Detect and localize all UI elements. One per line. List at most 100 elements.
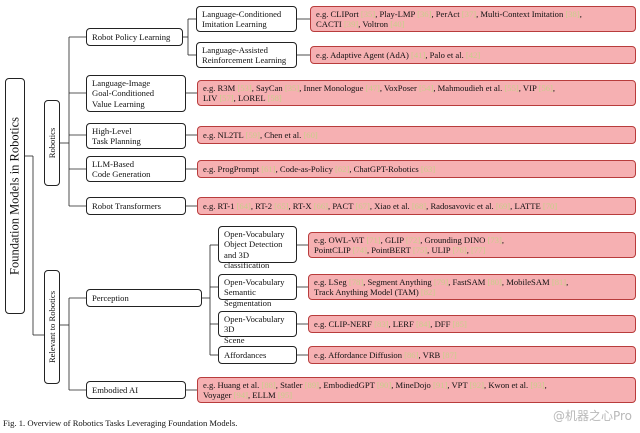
leaf-text: , MobileSAM xyxy=(501,277,552,287)
leaf-text: , ULIP xyxy=(427,245,453,256)
citation-ref: [73] xyxy=(487,235,502,245)
leaf-text: , VIP xyxy=(518,83,539,93)
citation-ref: [68] xyxy=(411,201,427,211)
citation-ref: [64] xyxy=(236,201,251,211)
leaf-text: , Statler xyxy=(275,380,305,390)
citation-ref: [69] xyxy=(495,201,511,211)
leaf-task-planning: e.g. NL2TL [59], Chen et al. [60] xyxy=(197,126,636,144)
leaf-text: e.g. Huang et al. xyxy=(203,380,262,390)
leaf-text-line: e.g. RT-1 [64], RT-2 [65], RT-X [66], PA… xyxy=(203,201,630,211)
category-perception-label: Perception xyxy=(92,293,129,303)
subcategory-line: Language-Assisted xyxy=(202,45,268,55)
root-node: Foundation Models in Robotics xyxy=(5,78,25,314)
citation-ref: [82] xyxy=(420,287,436,298)
citation-ref: [65] xyxy=(274,201,289,211)
subcategory-line: Open-Vocabulary xyxy=(224,229,285,239)
subcategory-lang-rl: Language-Assisted Reinforcement Learning xyxy=(196,42,297,68)
leaf-text: , Play-LMP xyxy=(375,9,418,19)
citation-ref: [63] xyxy=(420,164,436,174)
subcategory-affordances-label: Affordances xyxy=(224,350,267,360)
citation-ref: [76] xyxy=(452,245,467,256)
subcategory-segmentation: Open-Vocabulary Semantic Segmentation xyxy=(218,274,297,308)
leaf-text: CACTI xyxy=(316,19,344,30)
citation-ref: [35] xyxy=(360,9,376,19)
leaf-text: , RT-X xyxy=(288,201,314,211)
category-policy-learning: Robot Policy Learning xyxy=(86,28,183,46)
citation-ref: [75] xyxy=(412,245,428,256)
leaf-text: , MineDojo xyxy=(391,380,433,390)
watermark: @机器之心Pro xyxy=(552,409,632,423)
leaf-text: , FastSAM xyxy=(448,277,488,287)
group-robotics-label: Robotics xyxy=(47,127,57,159)
citation-ref: [38] xyxy=(565,9,580,19)
category-embodied-ai: Embodied AI xyxy=(86,381,186,399)
leaf-text: , Inner Monologue xyxy=(299,83,366,93)
category-value-line: Value Learning xyxy=(92,98,145,109)
leaf-text-line: CACTI [39], Voltron [40] xyxy=(316,19,630,29)
group-relevant-label: Relevant to Robotics xyxy=(47,290,57,364)
citation-ref: [88] xyxy=(261,380,276,390)
citation-ref: [41] xyxy=(411,50,426,60)
subcategory-line: and 3D classification xyxy=(224,249,270,271)
citation-ref: [60] xyxy=(303,130,318,140)
citation-ref: [66] xyxy=(313,201,329,211)
leaf-text-line: e.g. Huang et al. [88], Statler [89], Em… xyxy=(203,380,630,390)
leaf-embodied-ai: e.g. Huang et al. [88], Statler [89], Em… xyxy=(197,377,636,403)
leaf-text-line: Track Anything Model (TAM) [82] xyxy=(314,287,630,297)
citation-ref: [56] xyxy=(538,83,553,93)
citation-ref: [37] xyxy=(461,9,477,19)
citation-ref: [40] xyxy=(390,19,405,30)
category-codegen-line: LLM-Based xyxy=(92,159,135,169)
category-value-line: Goal-Conditioned xyxy=(92,88,155,99)
citation-ref: [36] xyxy=(417,9,432,19)
category-perception: Perception xyxy=(86,289,202,307)
leaf-text: e.g. RT-1 xyxy=(203,201,237,211)
leaf-text-line: LIV [57], LOREL [58] xyxy=(203,93,630,103)
leaf-text: , SayCan xyxy=(251,83,285,93)
citation-ref: [74] xyxy=(352,245,367,256)
leaf-text: e.g. CLIP-NERF xyxy=(314,319,375,329)
citation-ref: [59] xyxy=(245,130,260,140)
leaf-text: , Palo et al. xyxy=(425,50,466,60)
leaf-text-line: e.g. CLIP-NERF [83], LERF [84], DFF [85] xyxy=(314,319,630,329)
leaf-text: , LERF xyxy=(388,319,416,329)
citation-ref: [55] xyxy=(504,83,519,93)
leaf-affordances: e.g. Affordance Diffusion [86], VRB [87] xyxy=(308,346,636,364)
leaf-text-line: e.g. Affordance Diffusion [86], VRB [87] xyxy=(314,350,630,360)
citation-ref: [54] xyxy=(418,83,434,93)
leaf-text: , GLIP xyxy=(380,235,406,245)
category-task-planning: High-Level Task Planning xyxy=(86,123,186,149)
leaf-lang-rl: e.g. Adaptive Agent (AdA) [41], Palo et … xyxy=(310,46,636,64)
leaf-text: , Code-as-Policy xyxy=(275,164,336,174)
leaf-text: , LOREL xyxy=(233,93,268,104)
leaf-text: e.g. CLIPort xyxy=(316,9,361,19)
leaf-value-learning: e.g. R3M [53], SayCan [35], Inner Monolo… xyxy=(197,80,636,106)
leaf-robot-transformers: e.g. RT-1 [64], RT-2 [65], RT-X [66], PA… xyxy=(197,197,636,215)
leaf-text: , Xiao et al. xyxy=(369,201,412,211)
leaf-text-line: e.g. R3M [53], SayCan [35], Inner Monolo… xyxy=(203,83,630,93)
citation-ref: [72] xyxy=(405,235,421,245)
leaf-text: , VPT xyxy=(447,380,470,390)
leaf-text: , Grounding DINO xyxy=(420,235,488,245)
leaf-text: , Multi-Context Imitation xyxy=(476,9,566,19)
leaf-text: , Mahmoudieh et al. xyxy=(433,83,505,93)
citation-ref: [84] xyxy=(415,319,431,329)
citation-ref: [61] xyxy=(261,164,276,174)
leaf-detection: e.g. OWL-ViT [71], GLIP [72], Grounding … xyxy=(308,232,636,258)
category-value-line: Language-Image xyxy=(92,78,151,88)
leaf-text: , Segment Anything xyxy=(363,277,434,287)
leaf-text: , PACT xyxy=(328,201,356,211)
citation-ref: [79] xyxy=(433,277,449,287)
category-robot-transformers: Robot Transformers xyxy=(86,197,186,215)
category-value-learning: Language-Image Goal-Conditioned Value Le… xyxy=(86,75,186,112)
citation-ref: [81] xyxy=(551,277,567,287)
leaf-text: , RT-2 xyxy=(250,201,275,211)
figure-caption: Fig. 1. Overview of Robotics Tasks Lever… xyxy=(3,418,238,428)
leaf-text: LIV xyxy=(203,93,220,104)
citation-ref: [42] xyxy=(465,50,481,60)
leaf-text: , VRB xyxy=(418,350,443,360)
leaf-text: , DFF xyxy=(430,319,453,329)
citation-ref: [58] xyxy=(267,93,282,104)
citation-ref: [71] xyxy=(366,235,381,245)
